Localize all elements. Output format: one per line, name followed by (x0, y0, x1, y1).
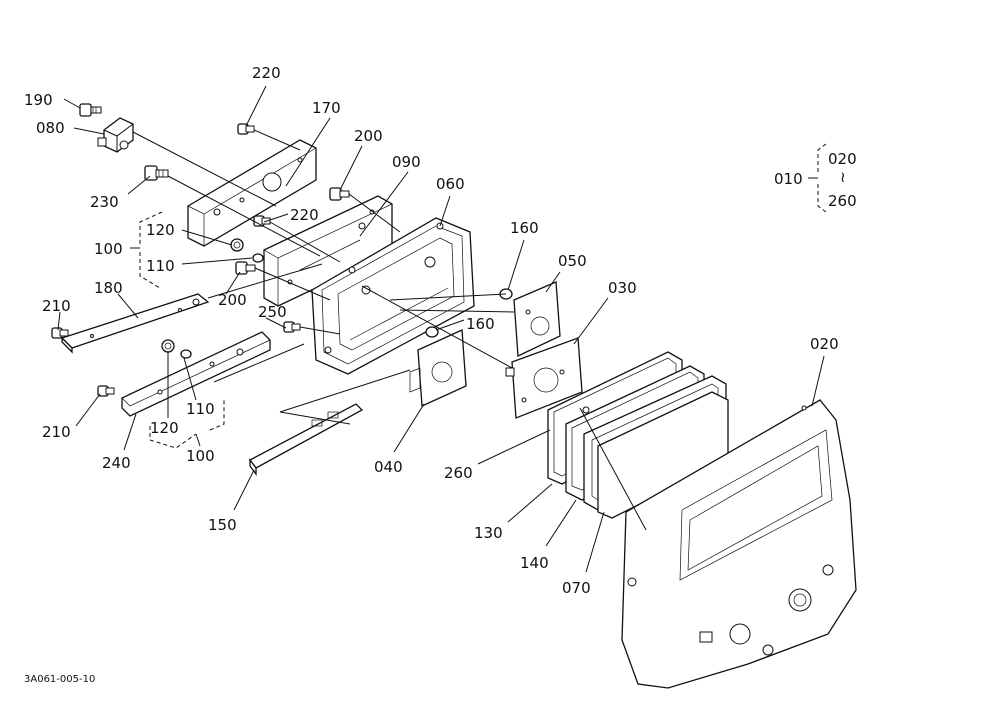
part-080-fitting (97, 117, 134, 153)
assembly-label-010: 010 (774, 170, 803, 188)
part-150-strip (249, 403, 364, 476)
callout-120-lower: 120 (150, 419, 179, 437)
bracket-100-upper (130, 211, 163, 289)
leader-lines (57, 85, 825, 573)
callout-190: 190 (24, 91, 53, 109)
part-040-gauge (409, 329, 467, 407)
callout-070: 070 (562, 579, 591, 597)
callout-210-upper: 210 (42, 297, 71, 315)
callout-080: 080 (36, 119, 65, 137)
callout-030: 030 (608, 279, 637, 297)
part-200-screw-upper (329, 187, 350, 201)
callout-labels: 190 080 230 220 170 200 090 060 220 120 … (24, 64, 839, 597)
part-120-socket-lower (161, 339, 175, 353)
callout-100-lower: 100 (186, 447, 215, 465)
callout-110-lower: 110 (186, 400, 215, 418)
callout-060: 060 (436, 175, 465, 193)
guide-lines (132, 129, 647, 531)
assembly-range-start: 020 (828, 150, 857, 168)
callout-180: 180 (94, 279, 123, 297)
part-230-bolt (144, 165, 169, 181)
callout-230: 230 (90, 193, 119, 211)
part-220-screw-top (237, 123, 255, 135)
part-170-plate (187, 139, 317, 247)
callout-040: 040 (374, 458, 403, 476)
part-060-housing (311, 217, 475, 375)
assembly-range-end: 260 (828, 192, 857, 210)
callout-110-upper: 110 (146, 257, 175, 275)
part-160-pin-lower (425, 326, 439, 338)
callout-200-lower: 200 (218, 291, 247, 309)
callout-140: 140 (520, 554, 549, 572)
part-200-screw-lower (235, 261, 256, 275)
part-110-bulb-upper (252, 253, 264, 263)
callout-120-upper: 120 (146, 221, 175, 239)
bracket-010-assembly (808, 143, 827, 213)
callout-020: 020 (810, 335, 839, 353)
part-050-gauge (513, 281, 561, 357)
callout-160-lower: 160 (466, 315, 495, 333)
callout-170: 170 (312, 99, 341, 117)
part-120-socket-upper (230, 238, 244, 252)
part-250-screw (283, 321, 301, 333)
assembly-range-separator: ≀ (840, 168, 846, 186)
callout-250: 250 (258, 303, 287, 321)
callout-210-lower: 210 (42, 423, 71, 441)
callout-100-upper: 100 (94, 240, 123, 258)
callout-150: 150 (208, 516, 237, 534)
bracket-100-lower (149, 398, 225, 449)
callout-160-upper: 160 (510, 219, 539, 237)
part-210-screw-upper (51, 327, 69, 339)
part-030-gauge (505, 337, 583, 419)
assembly-range: 010 020 ≀ 260 (774, 150, 857, 210)
callout-130: 130 (474, 524, 503, 542)
part-110-bulb-lower (180, 349, 192, 359)
part-020-panel (621, 399, 857, 689)
part-240-plate (121, 331, 271, 417)
callout-220-top: 220 (252, 64, 281, 82)
callout-240: 240 (102, 454, 131, 472)
part-180-strip (60, 293, 210, 354)
drawing-reference-code: 3A061-005-10 (24, 674, 95, 685)
callout-220-middle: 220 (290, 206, 319, 224)
callout-200-upper: 200 (354, 127, 383, 145)
callout-260: 260 (444, 464, 473, 482)
part-210-screw-lower (97, 385, 115, 397)
part-190-screw (79, 103, 102, 117)
callout-090: 090 (392, 153, 421, 171)
callout-050: 050 (558, 252, 587, 270)
